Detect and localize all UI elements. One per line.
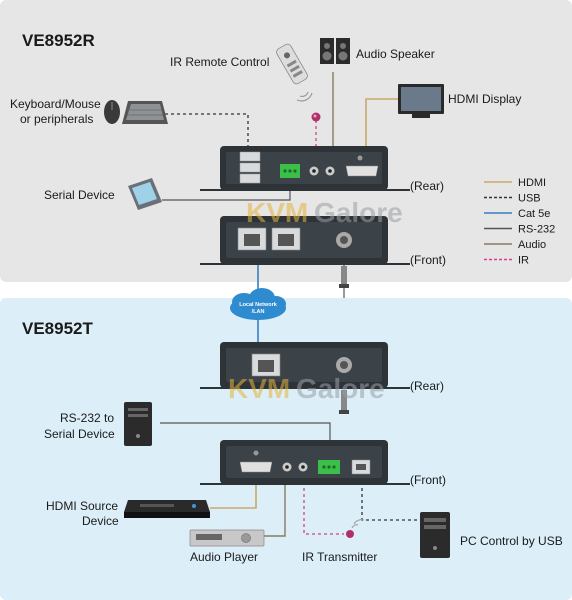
label-receiver-rear: (Rear) — [410, 179, 444, 193]
label-ir-remote: IR Remote Control — [170, 55, 269, 69]
monitor-icon — [398, 84, 444, 118]
receiver-title: VE8952R — [22, 31, 95, 50]
transmitter-rear-unit — [200, 342, 410, 389]
ir-cable-transmitter — [303, 482, 344, 535]
receiver-front-unit — [200, 216, 410, 265]
remote-control-icon — [276, 43, 313, 102]
svg-text:Galore: Galore — [314, 197, 403, 228]
transmitter-front-unit — [200, 440, 410, 485]
hdmi-port — [345, 165, 379, 177]
label-keyboard-line1: Keyboard/Mouse — [10, 97, 101, 111]
label-hdmi-source-line1: HDMI Source — [46, 499, 118, 513]
label-rs232-line2: Serial Device — [44, 427, 115, 441]
legend-label: Audio — [518, 239, 546, 251]
usb-port-3 — [239, 173, 261, 184]
label-keyboard-line2: or peripherals — [20, 112, 93, 126]
usb-port-2 — [239, 162, 261, 173]
hdmi-cable-display — [365, 98, 410, 152]
audio-cable-player — [262, 482, 286, 537]
legend-label: HDMI — [518, 177, 546, 189]
transmitter-title: VE8952T — [22, 319, 93, 338]
speaker-icon — [320, 38, 350, 64]
label-receiver-front: (Front) — [410, 253, 446, 267]
legend-label: USB — [518, 193, 541, 205]
svg-text:KVM: KVM — [228, 373, 290, 404]
label-hdmi-display: HDMI Display — [448, 92, 521, 106]
legend-item: IR — [484, 255, 529, 267]
legend-item: RS-232 — [484, 224, 555, 236]
keyboard-mouse-icon — [104, 100, 168, 124]
label-transmitter-rear: (Rear) — [410, 379, 444, 393]
label-serial-device: Serial Device — [44, 188, 115, 202]
ir-sensor-icon — [311, 112, 321, 122]
ir-transmitter-icon — [346, 519, 365, 538]
svg-text:Galore: Galore — [296, 373, 385, 404]
antenna-icon-transmitter — [339, 390, 349, 414]
label-hdmi-source-line2: Device — [82, 514, 119, 528]
label-audio-speaker: Audio Speaker — [356, 47, 435, 61]
serial-device-tower-icon — [124, 402, 152, 446]
antenna-icon-receiver — [339, 266, 349, 288]
network-cloud-icon: Local Network /LAN — [230, 288, 286, 320]
legend-label: IR — [518, 255, 529, 267]
audio-player-icon — [189, 529, 265, 547]
label-ir-transmitter: IR Transmitter — [302, 550, 377, 564]
legend-item: USB — [484, 193, 541, 205]
usb-port-1 — [239, 151, 261, 162]
legend-item: Cat 5e — [484, 208, 550, 220]
legend-label: Cat 5e — [518, 208, 550, 220]
label-transmitter-front: (Front) — [410, 473, 446, 487]
rs232-cable-transmitter — [160, 422, 331, 446]
legend-item: HDMI — [484, 177, 546, 189]
label-audio-player: Audio Player — [190, 550, 258, 564]
hdmi-cable-source — [210, 482, 257, 509]
watermark-lower: KVM Galore — [228, 373, 385, 404]
receiver-rear-unit — [200, 146, 410, 191]
receiver-panel — [0, 0, 572, 282]
serial-device-icon — [128, 178, 162, 210]
label-pc-control: PC Control by USB — [460, 534, 563, 548]
cloud-label-line2: /LAN — [252, 309, 265, 315]
hdmi-port-transmitter — [239, 461, 273, 473]
legend-item: Audio — [484, 239, 546, 251]
legend-label: RS-232 — [518, 224, 555, 236]
cloud-label-line1: Local Network — [239, 302, 278, 308]
svg-text:KVM: KVM — [246, 197, 308, 228]
pc-tower-icon — [420, 512, 450, 558]
dvd-player-icon — [124, 500, 210, 518]
label-rs232-line1: RS-232 to — [60, 411, 114, 425]
watermark-upper: KVM Galore — [246, 197, 403, 228]
